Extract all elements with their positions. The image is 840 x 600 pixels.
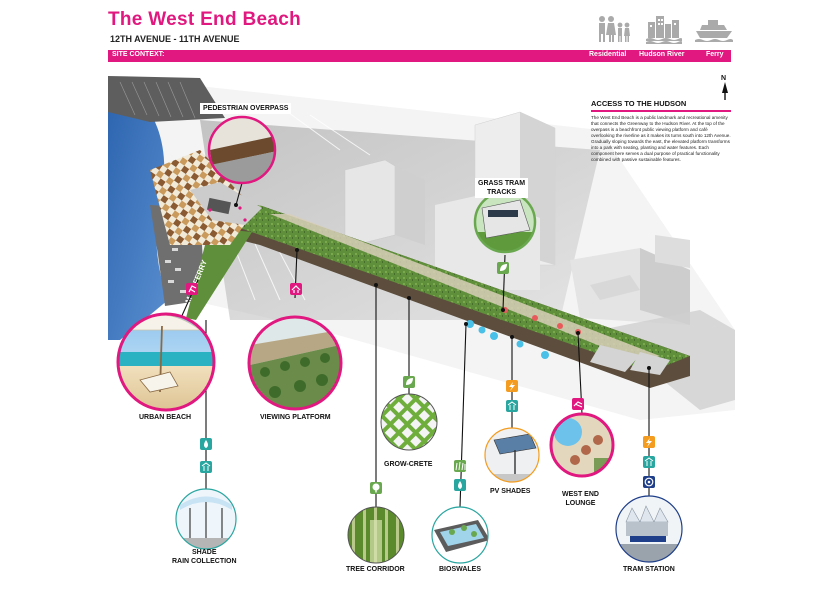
tree-icon xyxy=(370,482,382,494)
grow-crete-label: GROW-CRETE xyxy=(384,461,433,468)
leaf-icon xyxy=(497,262,509,274)
leaf-icon xyxy=(403,376,415,388)
shade-rain-collection-image xyxy=(176,489,236,549)
ferry-boat-icon xyxy=(695,20,733,42)
wind-turbine-icon xyxy=(643,476,655,488)
water-drop-icon xyxy=(200,438,212,450)
tram-station-label: TRAM STATION xyxy=(623,566,675,573)
west-end-lounge-label: WEST END LOUNGE xyxy=(562,491,599,507)
pv-shades-image xyxy=(485,428,539,482)
north-arrow-icon xyxy=(722,82,728,100)
access-panel-title: ACCESS TO THE HUDSON xyxy=(591,99,687,108)
tree-corridor-image xyxy=(348,507,404,563)
tree-corridor-label: TREE CORRIDOR xyxy=(346,566,405,573)
grass-tram-tracks-label: GRASS TRAM TRACKS xyxy=(475,178,529,198)
urban-beach-label: URBAN BEACH xyxy=(139,414,192,421)
viewing-platform-image xyxy=(249,317,341,409)
page-subtitle: 12TH AVENUE - 11TH AVENUE xyxy=(110,34,240,44)
grass-icon xyxy=(454,460,466,472)
lightning-icon xyxy=(643,436,655,448)
viewing-icon xyxy=(290,283,302,295)
grow-crete-image xyxy=(381,394,437,450)
shade-structure-icon xyxy=(200,461,212,473)
lightning-icon xyxy=(506,380,518,392)
component-icons xyxy=(186,262,655,494)
context-residential-label: Residential xyxy=(589,51,627,58)
access-panel-rule xyxy=(591,110,731,112)
north-label: N xyxy=(721,75,726,82)
lounge-chair-icon xyxy=(572,398,584,410)
page-title: The West End Beach xyxy=(108,9,301,30)
shade-structure-icon xyxy=(643,456,655,468)
city-skyline-icon xyxy=(646,16,682,44)
west-end-lounge-image xyxy=(551,414,613,476)
shade-rain-collection-label: SHADE RAIN COLLECTION xyxy=(172,549,237,565)
water-drop-icon xyxy=(454,479,466,491)
shade-structure-icon xyxy=(506,400,518,412)
bioswales-label: BIOSWALES xyxy=(439,566,482,573)
pv-shades-label: PV SHADES xyxy=(490,488,531,495)
bioswales-image xyxy=(432,507,488,563)
site-context-label: SITE CONTEXT: xyxy=(112,51,165,58)
family-icon xyxy=(599,16,630,42)
access-panel-body: The West End Beach is a public landmark … xyxy=(591,115,731,162)
beach-chair-icon xyxy=(186,283,198,295)
viewing-platform-label: VIEWING PLATFORM xyxy=(260,414,331,421)
site-context-bar xyxy=(108,50,731,62)
pedestrian-overpass-label: PEDESTRIAN OVERPASS xyxy=(200,103,292,114)
context-ferry-label: Ferry xyxy=(706,51,724,58)
context-hudson-river-label: Hudson River xyxy=(639,51,685,58)
